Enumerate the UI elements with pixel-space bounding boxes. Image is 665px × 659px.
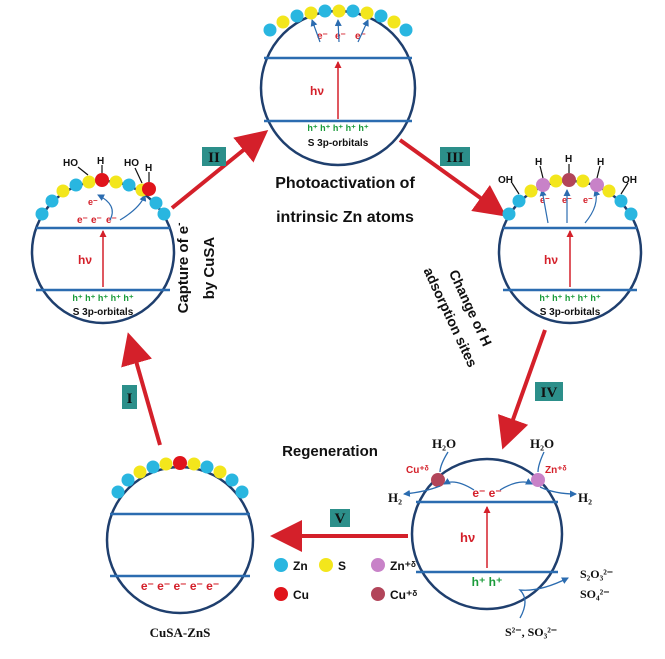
svg-text:H₂O: H₂O	[530, 436, 554, 451]
svg-text:IV: IV	[541, 385, 558, 401]
cycle-arrows	[121, 129, 547, 552]
svg-text:OH: OH	[498, 175, 513, 186]
svg-text:hν: hν	[544, 253, 558, 267]
step-box-I: I	[122, 385, 137, 409]
step-box-IV: IV	[535, 382, 563, 401]
svg-text:Capture of e-: Capture of e-	[174, 223, 192, 314]
svg-text:hν: hν	[310, 84, 324, 98]
circle-left-capture: hν h⁺ h⁺ h⁺ h⁺ h⁺ S 3p-orbitals e⁻ e⁻ e⁻…	[30, 179, 176, 325]
circle-bottom-cusa-zns: e⁻ e⁻ e⁻ e⁻ e⁻	[105, 465, 255, 615]
svg-text:S²⁻, SO₃²⁻: S²⁻, SO₃²⁻	[505, 625, 557, 639]
legend-cu: Cu	[274, 587, 309, 602]
svg-text:by CuSA: by CuSA	[201, 237, 218, 300]
svg-text:e⁻: e⁻	[91, 215, 102, 226]
svg-text:e⁻: e⁻	[335, 31, 346, 42]
svg-text:Zn: Zn	[293, 559, 308, 573]
arrow-step-I	[121, 332, 162, 446]
step-box-III: III	[440, 147, 470, 166]
svg-text:III: III	[446, 150, 464, 166]
svg-text:e⁻: e⁻	[77, 215, 88, 226]
svg-text:HO: HO	[124, 158, 139, 169]
svg-text:H: H	[145, 163, 152, 174]
svg-text:hν: hν	[460, 530, 475, 545]
circle-bottom-right-regeneration: hν e⁻ e⁻ h⁺ h⁺ Cu⁺ᵟ Zn⁺ᵟ H₂O H₂O H₂ H₂ S…	[388, 436, 613, 639]
svg-text:H: H	[597, 157, 604, 168]
svg-text:Zn⁺ᵟ: Zn⁺ᵟ	[545, 465, 567, 476]
svg-text:SO₄²⁻: SO₄²⁻	[580, 587, 610, 601]
photoactivation-label-line2: intrinsic Zn atoms	[276, 209, 414, 226]
circle-top-photoactivation: hν h⁺ h⁺ h⁺ h⁺ h⁺ S 3p-orbitals e⁻ e⁻ e⁻	[259, 9, 417, 167]
atoms-top	[263, 4, 413, 37]
svg-text:H₂: H₂	[388, 490, 402, 505]
svg-text:H: H	[565, 154, 572, 165]
step-box-II: II	[202, 147, 226, 166]
svg-text:S₂O₃²⁻: S₂O₃²⁻	[580, 567, 613, 581]
svg-text:H₂: H₂	[578, 490, 592, 505]
regeneration-label: Regeneration	[282, 443, 378, 460]
svg-text:Cu: Cu	[293, 588, 309, 602]
svg-text:H: H	[535, 157, 542, 168]
capture-label: Capture of e- by CuSA	[174, 223, 218, 314]
svg-text:S 3p-orbitals: S 3p-orbitals	[73, 307, 134, 318]
legend: Zn S Zn⁺ᵟ Cu Cu⁺ᵟ	[274, 558, 417, 602]
legend-s: S	[319, 558, 346, 573]
legend-zn-delta: Zn⁺ᵟ	[371, 558, 416, 573]
svg-text:e⁻: e⁻	[540, 195, 550, 205]
svg-text:Zn⁺ᵟ: Zn⁺ᵟ	[390, 559, 416, 573]
svg-text:HO: HO	[63, 158, 78, 169]
circle-right-change-h: hν h⁺ h⁺ h⁺ h⁺ h⁺ S 3p-orbitals e⁻ e⁻ e⁻	[497, 179, 643, 325]
svg-text:II: II	[208, 150, 220, 166]
svg-text:Cu⁺ᵟ: Cu⁺ᵟ	[390, 588, 417, 602]
svg-text:Cu⁺ᵟ: Cu⁺ᵟ	[406, 465, 429, 476]
svg-text:S: S	[338, 559, 346, 573]
svg-text:h⁺ h⁺ h⁺ h⁺ h⁺: h⁺ h⁺ h⁺ h⁺ h⁺	[72, 293, 133, 303]
svg-text:e⁻: e⁻	[317, 31, 328, 42]
photoactivation-label-line1: Photoactivation of	[275, 175, 415, 192]
atoms-right: H H H OH OH	[498, 154, 638, 221]
svg-text:hν: hν	[78, 253, 92, 267]
svg-text:OH: OH	[622, 175, 637, 186]
svg-text:e⁻: e⁻	[106, 215, 117, 226]
svg-text:H₂O: H₂O	[432, 436, 456, 451]
step-box-V: V	[330, 509, 350, 527]
arrow-step-IV	[498, 329, 547, 450]
svg-text:V: V	[335, 511, 346, 527]
svg-text:S 3p-orbitals: S 3p-orbitals	[308, 138, 369, 149]
svg-text:e⁻ e⁻: e⁻ e⁻	[472, 486, 501, 500]
svg-text:e⁻: e⁻	[583, 195, 593, 205]
svg-text:h⁺ h⁺ h⁺ h⁺ h⁺: h⁺ h⁺ h⁺ h⁺ h⁺	[307, 123, 368, 133]
change-h-label: Change of H adsorption sites	[420, 265, 495, 370]
svg-text:e⁻: e⁻	[88, 197, 98, 207]
legend-zn: Zn	[274, 558, 308, 573]
atoms-bottom-left	[111, 456, 249, 499]
svg-text:H: H	[97, 156, 104, 167]
svg-text:I: I	[127, 391, 133, 407]
svg-text:h⁺ h⁺ h⁺ h⁺ h⁺: h⁺ h⁺ h⁺ h⁺ h⁺	[539, 293, 600, 303]
arrow-step-II	[170, 129, 269, 210]
arrow-step-III	[398, 138, 507, 217]
svg-text:S 3p-orbitals: S 3p-orbitals	[540, 307, 601, 318]
svg-text:h⁺ h⁺: h⁺ h⁺	[472, 575, 503, 589]
legend-cu-delta: Cu⁺ᵟ	[371, 587, 417, 602]
atoms-left: H H HO HO	[35, 156, 171, 221]
svg-text:e⁻ e⁻ e⁻ e⁻ e⁻: e⁻ e⁻ e⁻ e⁻ e⁻	[141, 579, 219, 593]
cusa-zns-label: CuSA-ZnS	[150, 625, 211, 640]
